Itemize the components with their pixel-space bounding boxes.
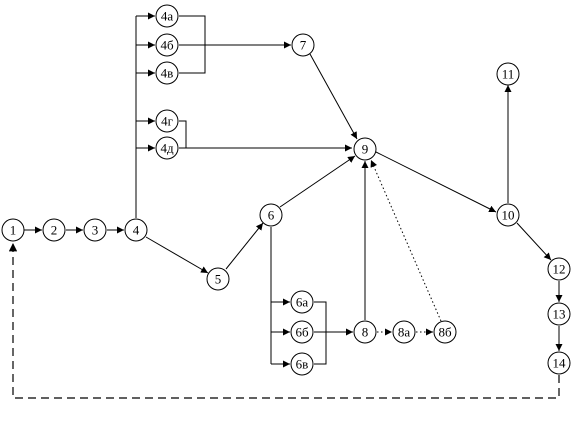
node-4g[interactable]: 4г [155, 109, 179, 133]
node-6v[interactable]: 6в [290, 352, 314, 376]
svg-text:4г: 4г [161, 114, 173, 129]
node-2[interactable]: 2 [42, 218, 66, 242]
node-4v[interactable]: 4в [155, 61, 179, 85]
svg-text:4в: 4в [161, 66, 174, 81]
node-11[interactable]: 11 [496, 62, 520, 86]
node-4d[interactable]: 4д [155, 136, 179, 160]
svg-text:6: 6 [268, 208, 275, 223]
node-8b[interactable]: 8б [433, 320, 457, 344]
node-5[interactable]: 5 [206, 267, 230, 291]
svg-text:8а: 8а [398, 325, 411, 340]
node-10[interactable]: 10 [496, 203, 520, 227]
edge-4g-bracket [179, 120, 187, 148]
node-6[interactable]: 6 [259, 203, 283, 227]
node-1[interactable]: 1 [1, 218, 25, 242]
edge-10-12 [516, 222, 552, 261]
svg-text:1: 1 [10, 223, 17, 238]
node-14[interactable]: 14 [547, 351, 571, 375]
svg-text:4а: 4а [161, 9, 174, 24]
edge-6a-bracket [314, 301, 327, 365]
node-6a[interactable]: 6а [290, 290, 314, 314]
node-4[interactable]: 4 [124, 218, 148, 242]
node-4b[interactable]: 4б [155, 33, 179, 57]
node-9[interactable]: 9 [353, 137, 377, 161]
svg-text:10: 10 [502, 208, 515, 223]
svg-text:8: 8 [362, 325, 369, 340]
svg-text:11: 11 [502, 67, 515, 82]
svg-text:3: 3 [92, 223, 99, 238]
edge-9-10 [375, 151, 497, 213]
node-12[interactable]: 12 [547, 257, 571, 281]
node-7[interactable]: 7 [291, 33, 315, 57]
svg-text:4б: 4б [160, 38, 174, 53]
svg-text:6б: 6б [295, 325, 309, 340]
node-8[interactable]: 8 [353, 320, 377, 344]
node-13[interactable]: 13 [547, 302, 571, 326]
edges [8, 12, 563, 399]
svg-text:8б: 8б [438, 325, 452, 340]
svg-text:6в: 6в [296, 357, 309, 372]
svg-text:2: 2 [51, 223, 58, 238]
node-4a[interactable]: 4а [155, 4, 179, 28]
svg-text:5: 5 [215, 272, 222, 287]
node-3[interactable]: 3 [83, 218, 107, 242]
svg-text:4д: 4д [160, 141, 174, 156]
svg-text:9: 9 [362, 142, 369, 157]
edge-8b-9 [370, 159, 442, 322]
svg-text:4: 4 [133, 223, 140, 238]
nodes: 1 2 3 4 4а 4б 4в 4г 4д 5 6 6а 6б 6в 7 8 … [1, 4, 571, 376]
svg-text:12: 12 [553, 262, 566, 277]
svg-text:6а: 6а [296, 295, 309, 310]
svg-text:14: 14 [553, 356, 567, 371]
node-6b[interactable]: 6б [290, 320, 314, 344]
edge-14-1 [8, 243, 560, 399]
svg-text:13: 13 [553, 307, 566, 322]
edge-6-9 [279, 155, 356, 208]
node-8a[interactable]: 8а [392, 320, 416, 344]
edge-7-9 [309, 53, 358, 140]
edge-4-5 [145, 236, 209, 274]
edge-5-6 [225, 222, 264, 270]
svg-text:7: 7 [300, 38, 307, 53]
